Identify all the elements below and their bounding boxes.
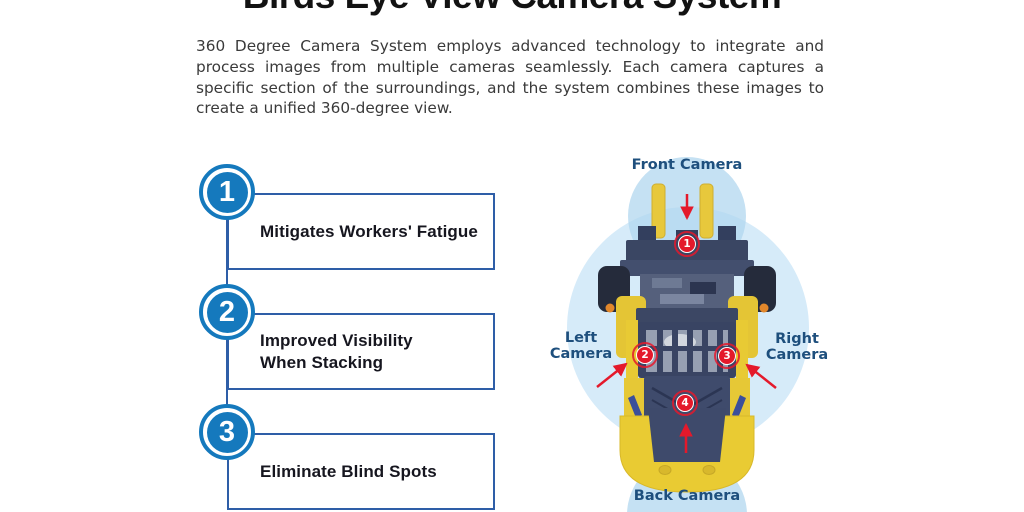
marker-number: 4 bbox=[676, 394, 694, 412]
side-marker-light-left bbox=[605, 303, 615, 313]
right-camera-label: Right Camera bbox=[765, 331, 829, 363]
camera-marker-3: 3 bbox=[714, 343, 740, 369]
camera-arrows bbox=[596, 194, 777, 453]
intro-paragraph: 360 Degree Camera System employs advance… bbox=[196, 37, 824, 118]
forklift-illustration bbox=[567, 157, 809, 512]
marker-number: 1 bbox=[678, 235, 696, 253]
forklift-forks bbox=[651, 183, 714, 239]
forklift-cowl bbox=[636, 308, 738, 326]
left-camera-label: Left Camera bbox=[549, 330, 613, 362]
badge-number: 3 bbox=[206, 411, 248, 453]
left-camera-arrow bbox=[596, 362, 628, 388]
forklift-mast bbox=[640, 274, 734, 310]
front-camera-label: Front Camera bbox=[631, 157, 743, 173]
right-camera-arrow bbox=[745, 363, 777, 389]
marker-number: 2 bbox=[636, 346, 654, 364]
forklift-counterweight bbox=[619, 408, 755, 493]
badge-number: 1 bbox=[206, 171, 248, 213]
benefit-number-badge-2: 2 bbox=[199, 284, 255, 340]
back-camera-label: Back Camera bbox=[633, 488, 741, 504]
benefit-box-3: Eliminate Blind Spots bbox=[227, 433, 495, 510]
marker-number: 3 bbox=[718, 347, 736, 365]
forklift-top-view bbox=[598, 183, 776, 493]
benefit-label: Improved Visibility When Stacking bbox=[260, 330, 413, 372]
badge-number: 2 bbox=[206, 291, 248, 333]
benefit-number-badge-3: 3 bbox=[199, 404, 255, 460]
benefit-number-badge-1: 1 bbox=[199, 164, 255, 220]
benefit-box-1: Mitigates Workers' Fatigue bbox=[227, 193, 495, 270]
camera-marker-2: 2 bbox=[632, 342, 658, 368]
benefit-label: Mitigates Workers' Fatigue bbox=[260, 221, 478, 241]
camera-diagram: 1 2 3 4 Front Camera Left Camera Right C… bbox=[540, 150, 830, 512]
benefit-label: Eliminate Blind Spots bbox=[260, 461, 437, 481]
camera-marker-1: 1 bbox=[674, 231, 700, 257]
page-title: Birds Eye View Camera System bbox=[0, 0, 1024, 14]
benefit-box-2: Improved Visibility When Stacking bbox=[227, 313, 495, 390]
camera-marker-4: 4 bbox=[672, 390, 698, 416]
side-marker-light-right bbox=[759, 303, 769, 313]
